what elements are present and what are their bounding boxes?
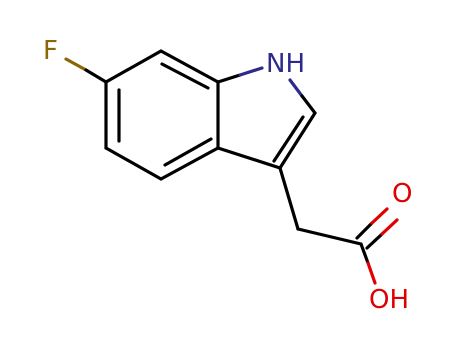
bond-c2-c3 <box>278 111 317 170</box>
bond-ch2-cooh <box>296 227 363 246</box>
bond-c4-c3a <box>159 146 220 181</box>
bond-c-oh-c-half <box>359 242 370 265</box>
bond-c-o-double-a-c-half <box>355 221 374 240</box>
atom-fluorine-label: F <box>43 36 58 66</box>
bond-c-o-double-a-o-half <box>370 207 389 225</box>
bond-c7a-n1-n-half <box>238 66 264 77</box>
bond-c3-ch2 <box>278 166 300 231</box>
bond-c-o-double-b-c-half <box>365 232 384 250</box>
bond-c7a-c7 <box>159 49 220 84</box>
atom-hydroxyl-label: OH <box>369 285 409 315</box>
bond-n1-c2-n-half <box>288 78 304 98</box>
bond-f-c6-c-half <box>84 68 108 84</box>
bond-n1-c2-c-half <box>300 94 317 115</box>
bond-c6-c7 <box>104 49 163 84</box>
bond-c-oh-o-half <box>366 261 377 285</box>
bond-c5-c4 <box>104 146 163 181</box>
bond-c4-c3a-inner <box>163 137 213 167</box>
bond-c3-c3a <box>216 146 282 170</box>
bond-c2-c3-inner <box>272 115 305 163</box>
bond-c7a-n1-c-half <box>216 73 242 84</box>
bond-c-o-double-b-o-half <box>380 218 399 236</box>
atom-nitrogen-label: NH <box>266 49 305 79</box>
bond-c7a-c7-inner <box>160 62 210 90</box>
atom-carbonyl-oxygen-label: O <box>392 179 412 209</box>
bond-f-c6-f-half <box>64 57 88 72</box>
